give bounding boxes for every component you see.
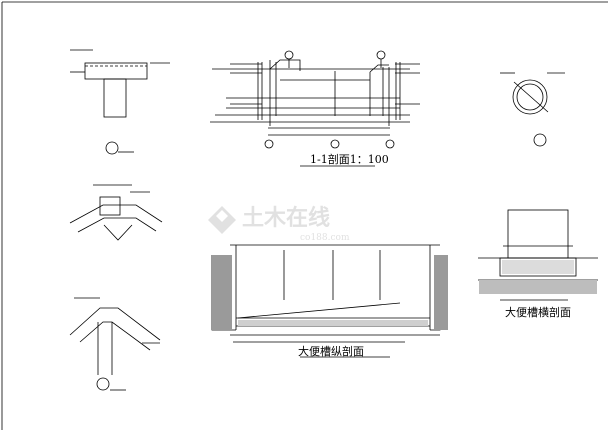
detail-pipe <box>500 72 565 147</box>
axis-bubble <box>330 139 340 149</box>
detail-marker-circle-3 <box>96 377 110 391</box>
cross-soil-hatch <box>479 280 597 294</box>
longitudinal-section-title: 大便槽纵剖面 <box>298 344 364 358</box>
axis-bubble <box>385 139 395 149</box>
detail-marker-circle-2 <box>533 133 547 147</box>
axis-bubble <box>284 50 294 60</box>
watermark: 土木在线 co188.com <box>208 205 350 243</box>
axis-bubble <box>264 139 274 149</box>
soil-outline <box>211 255 441 331</box>
watermark-site: co188.com <box>300 233 350 243</box>
detail-slope <box>69 297 161 391</box>
detail-ridge <box>69 184 163 241</box>
cross-section-title: 大便槽横剖面 <box>505 305 571 319</box>
watermark-text: 土木在线 <box>242 205 330 231</box>
detail-eave-t <box>70 49 170 155</box>
concrete-base <box>238 320 428 326</box>
watermark-logo-icon <box>208 206 236 234</box>
section-longitudinal <box>211 244 441 358</box>
axis-bubble <box>376 50 386 60</box>
cross-concrete <box>502 260 574 274</box>
section-1-1-title: 1-1剖面1：100 <box>310 152 389 166</box>
section-1-1 <box>210 50 420 167</box>
detail-marker-circle <box>105 141 119 155</box>
soil-hatch-left <box>212 255 232 330</box>
soil-hatch-right <box>434 255 448 330</box>
